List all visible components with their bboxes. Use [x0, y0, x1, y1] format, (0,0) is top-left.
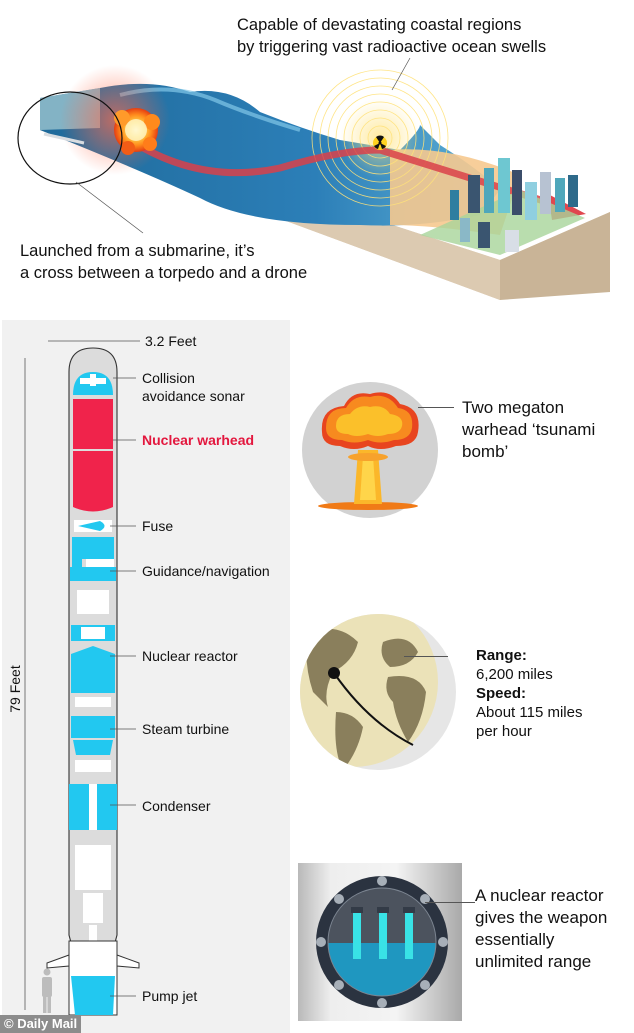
warhead-fact-line-3: bomb’	[462, 442, 509, 461]
city	[420, 158, 585, 255]
range-value: 6,200 miles	[476, 666, 553, 683]
reactor-window-icon	[298, 863, 462, 1021]
range-speed-fact: Range: 6,200 miles Speed: About 115 mile…	[476, 646, 582, 741]
mushroom-cloud-icon	[302, 382, 438, 518]
radiation-symbol	[373, 135, 387, 150]
label-sonar-line-1: Collision	[142, 370, 195, 386]
caption-coastal-line-2: by triggering vast radioactive ocean swe…	[237, 38, 547, 56]
label-turbine: Steam turbine	[142, 721, 230, 737]
torpedo-miniature	[43, 132, 85, 145]
caption-launch: Launched from a submarine, it’s a cross …	[20, 240, 307, 284]
sonar-section	[72, 352, 114, 395]
warhead-fact-line-2: warhead ‘tsunami	[462, 420, 596, 439]
launch-point	[328, 667, 340, 679]
leader-warhead-fact	[418, 407, 454, 408]
label-sonar-line-2: avoidance sonar	[142, 388, 245, 404]
guidance-section	[70, 537, 116, 581]
warhead-fact-line-1: Two megaton	[462, 398, 565, 417]
speed-value-line-2: per hour	[476, 723, 532, 740]
speed-label: Speed:	[476, 685, 527, 702]
speed-value-line-1: About 115 miles	[476, 704, 583, 721]
warhead-section	[73, 399, 113, 512]
tsunami-illustration	[17, 57, 610, 300]
fuse-section	[74, 520, 112, 532]
label-condenser: Condenser	[142, 798, 211, 814]
leader-line-right	[391, 57, 411, 91]
warhead-fact: Two megaton warhead ‘tsunami bomb’	[462, 397, 595, 463]
label-reactor: Nuclear reactor	[142, 648, 238, 664]
range-arc	[333, 672, 414, 746]
trajectory-arrow	[128, 137, 562, 210]
label-guidance: Guidance/navigation	[142, 563, 270, 579]
human-scale-figure	[42, 968, 52, 1013]
reactor-fact-line-4: unlimited range	[475, 952, 592, 971]
globe-icon	[300, 614, 456, 770]
caption-coastal: Capable of devastating coastal regions b…	[237, 14, 546, 58]
reactor-fact: A nuclear reactor gives the weapon essen…	[475, 885, 607, 973]
reactor-fact-line-3: essentially	[475, 930, 555, 949]
leader-range-fact	[404, 656, 448, 657]
label-fuse: Fuse	[142, 518, 174, 534]
reactor-housing	[71, 590, 115, 641]
torpedo-cutaway	[24, 340, 140, 1016]
leader-line-left	[75, 181, 144, 234]
reactor-section	[71, 646, 115, 707]
leader-reactor-fact	[425, 902, 475, 903]
reactor-fact-line-2: gives the weapon	[475, 908, 608, 927]
range-label: Range:	[476, 647, 527, 664]
label-warhead: Nuclear warhead	[142, 432, 255, 448]
window-bolts	[316, 876, 448, 1008]
condenser-section	[69, 784, 117, 830]
pump-jet	[71, 976, 115, 1015]
length-label: 79 Feet	[7, 665, 23, 713]
label-pump-jet: Pump jet	[142, 988, 198, 1004]
torpedo-cutaway-panel	[2, 320, 290, 1033]
explosion	[114, 108, 160, 155]
turbine-section	[71, 716, 115, 772]
watermark: © Daily Mail	[0, 1015, 82, 1033]
caption-coastal-line-1: Capable of devastating coastal regions	[237, 16, 522, 34]
label-sonar: Collision avoidance sonar	[142, 369, 245, 405]
callout-circle	[17, 91, 123, 185]
reactor-fact-line-1: A nuclear reactor	[475, 886, 604, 905]
rear-machinery	[75, 845, 111, 945]
caption-launch-line-1: Launched from a submarine, it’s	[20, 242, 255, 260]
caption-launch-line-2: a cross between a torpedo and a drone	[20, 264, 308, 282]
width-label: 3.2 Feet	[145, 333, 197, 349]
